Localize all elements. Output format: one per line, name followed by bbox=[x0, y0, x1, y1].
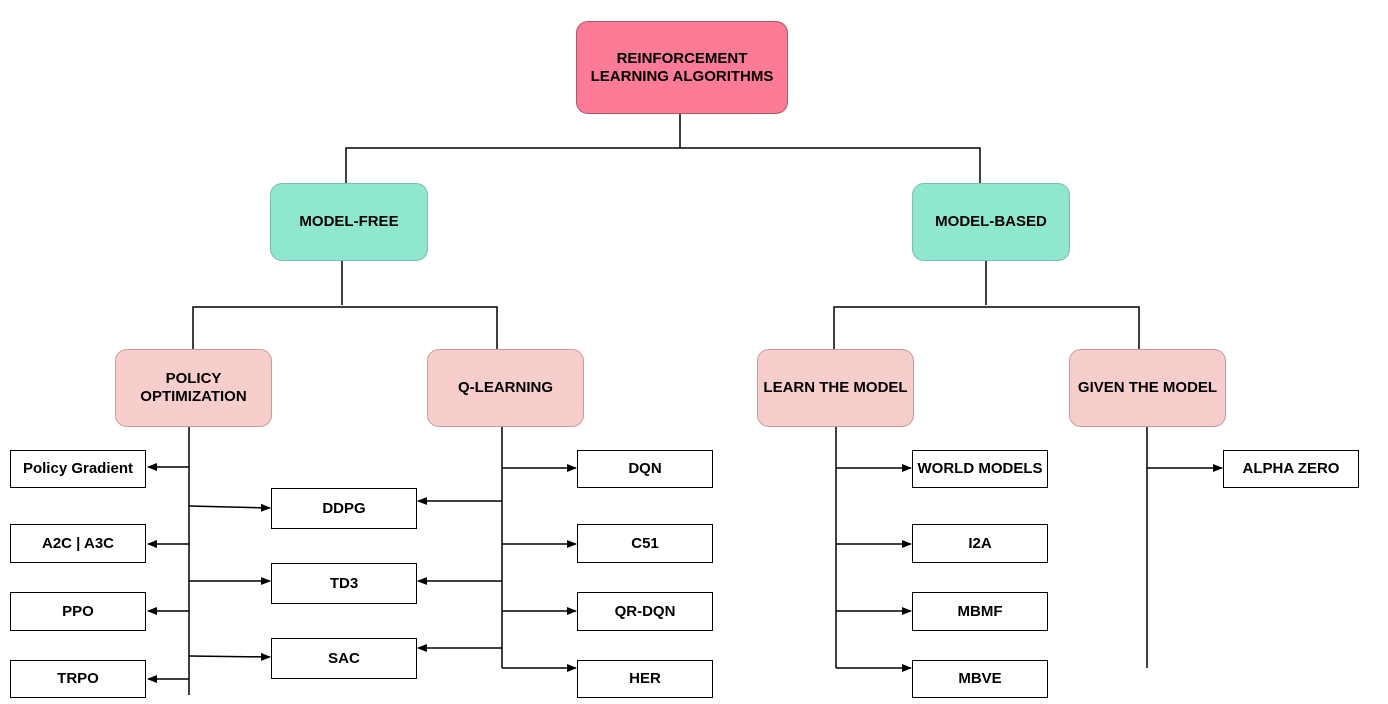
learn-the-model-node: LEARN THE MODEL bbox=[757, 349, 914, 427]
model-free-label: MODEL-FREE bbox=[299, 213, 399, 230]
arrow-policy-ddpg bbox=[188, 503, 271, 512]
policy-optimization-label: POLICY OPTIMIZATION bbox=[140, 370, 247, 405]
leaf-c51: C51 bbox=[577, 524, 713, 563]
leaf-mbmf: MBMF bbox=[912, 592, 1048, 631]
leaf-label: MBVE bbox=[958, 670, 1002, 687]
learn-the-model-label: LEARN THE MODEL bbox=[763, 379, 908, 396]
leaf-i2a: I2A bbox=[912, 524, 1048, 563]
leaf-a2c-a3c: A2C | A3C bbox=[10, 524, 146, 563]
leaf-label: C51 bbox=[631, 534, 659, 552]
leaf-label: ALPHA ZERO bbox=[1242, 460, 1340, 477]
leaf-label: QR-DQN bbox=[614, 602, 676, 620]
leaf-label: DQN bbox=[628, 460, 662, 477]
leaf-world-models: WORLD MODELS bbox=[912, 450, 1048, 488]
leaf-label: MBMF bbox=[957, 602, 1003, 620]
leaf-policy-gradient: Policy Gradient bbox=[10, 450, 146, 488]
leaf-ppo: PPO bbox=[10, 592, 146, 631]
given-the-model-node: GIVEN THE MODEL bbox=[1069, 349, 1226, 427]
leaf-label: TRPO bbox=[57, 670, 99, 687]
root-label: REINFORCEMENT LEARNING ALGORITHMS bbox=[590, 49, 774, 85]
root-node: REINFORCEMENT LEARNING ALGORITHMS bbox=[576, 21, 788, 114]
arrow-policy-sac bbox=[188, 652, 271, 661]
category-bracket-line bbox=[345, 147, 981, 183]
policy-optimization-node: POLICY OPTIMIZATION bbox=[115, 349, 272, 427]
leaf-qr-dqn: QR-DQN bbox=[577, 592, 713, 631]
leaf-alpha-zero: ALPHA ZERO bbox=[1223, 450, 1359, 488]
given-the-model-label: GIVEN THE MODEL bbox=[1077, 379, 1218, 396]
model-based-bracket-line bbox=[833, 306, 1140, 349]
leaf-label: A2C | A3C bbox=[42, 534, 114, 552]
q-learning-label: Q-LEARNING bbox=[458, 379, 553, 396]
leaf-label: Policy Gradient bbox=[22, 460, 134, 477]
leaf-dqn: DQN bbox=[577, 450, 713, 488]
leaf-td3: TD3 bbox=[271, 563, 417, 604]
q-learning-node: Q-LEARNING bbox=[427, 349, 584, 427]
leaf-label: PPO bbox=[62, 602, 94, 620]
leaf-trpo: TRPO bbox=[10, 660, 146, 698]
model-based-label: MODEL-BASED bbox=[935, 213, 1047, 230]
leaf-label: TD3 bbox=[329, 574, 359, 592]
leaf-her: HER bbox=[577, 660, 713, 698]
model-based-node: MODEL-BASED bbox=[912, 183, 1070, 261]
leaf-label: I2A bbox=[968, 534, 992, 552]
leaf-label: HER bbox=[629, 670, 661, 687]
leaf-label: DDPG bbox=[322, 499, 366, 517]
leaf-label: WORLD MODELS bbox=[917, 460, 1043, 477]
leaf-ddpg: DDPG bbox=[271, 488, 417, 529]
model-free-bracket-line bbox=[192, 306, 498, 349]
model-free-node: MODEL-FREE bbox=[270, 183, 428, 261]
leaf-mbve: MBVE bbox=[912, 660, 1048, 698]
leaf-sac: SAC bbox=[271, 638, 417, 679]
leaf-label: SAC bbox=[328, 649, 360, 667]
